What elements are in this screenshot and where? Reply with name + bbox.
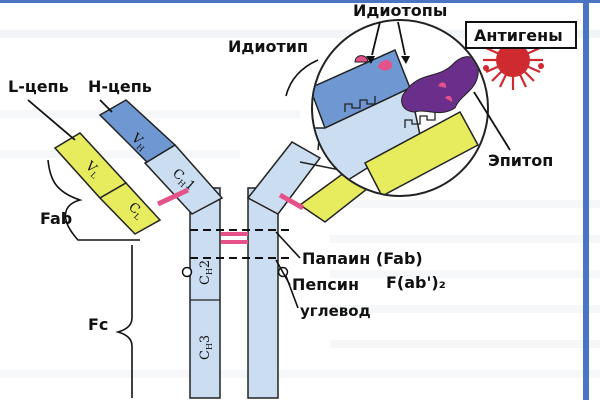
l-chain-label: L-цепь [8,77,69,96]
svg-text:CH3: CH3 [198,335,214,360]
magnified-contents [313,48,480,195]
h-chain-pointer [99,99,113,113]
ch2-label: CH2 [198,260,214,285]
heavy-chain-right-arm [246,141,322,215]
idiotype-bracket [285,59,319,97]
background-text [0,30,600,378]
pepsin-label: Пепсин [292,275,359,294]
svg-text:CH2: CH2 [198,260,214,285]
papain-label: Папаин (Fab) [302,249,423,268]
fc-label: Fc [88,315,108,334]
idiotope-arrowhead-1 [366,56,375,64]
cl-domain-left [98,182,162,235]
fab-bracket [47,159,140,241]
papain-pointer [275,231,301,259]
h-chain-label: H-цепь [88,77,152,96]
idiotype-label: Идиотип [228,37,308,56]
epitope-pointer [473,91,511,151]
zoom-guide-1 [299,161,341,171]
carbohydrate-pointer [285,275,299,309]
antigens-label: Антигены [474,26,563,45]
heavy-chain-left-stem [189,187,221,399]
ch3-label: CH3 [198,335,214,360]
idiotope-marker [354,55,369,63]
l-chain-pointer [27,99,76,141]
fc-bracket [115,245,133,398]
disulfide-left [156,187,190,207]
idiotopes-label: Идиотопы [353,1,447,20]
carbohydrate-label: углевод [300,302,371,320]
frame-edge [583,0,589,400]
hinge-bond-2 [221,240,248,244]
idiotope-pointer-1 [371,21,381,56]
fab2-label: F(ab')₂ [386,273,446,292]
hinge-bond-1 [221,232,248,236]
heavy-chain-right-stem [247,187,279,399]
idiotope-arrowhead-2 [401,56,410,64]
carbohydrate-left [181,266,193,278]
disulfide-right [278,192,305,211]
epitope-label: Эпитоп [488,151,553,170]
fab-label: Fab [40,209,72,228]
frame-top [0,0,600,3]
vh-domain-left [98,99,177,163]
idiotope-pointer-2 [397,21,406,56]
antigens-label-box [465,21,577,49]
